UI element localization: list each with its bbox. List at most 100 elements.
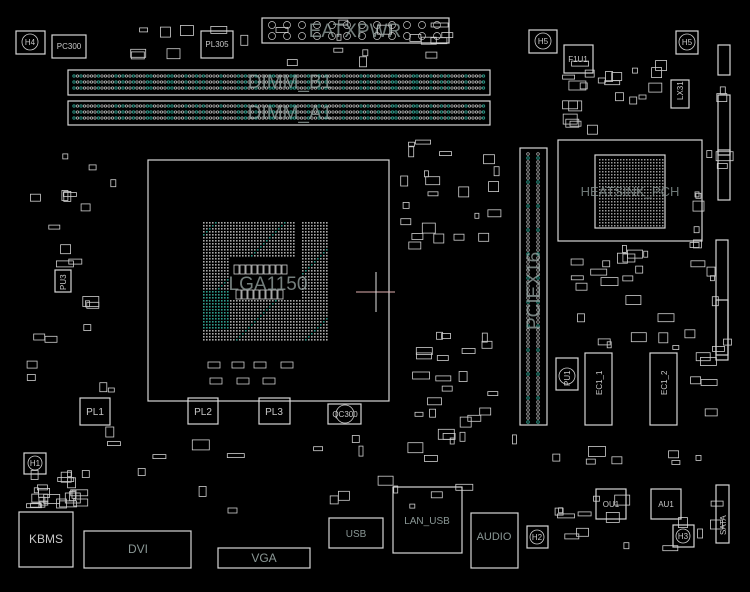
pch-ball (656, 171, 658, 173)
pch-ball (620, 213, 622, 215)
pcie-pin (526, 360, 530, 364)
cpu-pin (215, 234, 217, 236)
mount-hole-h5[interactable]: H5 (528, 29, 558, 54)
dvi-port[interactable]: DVI (83, 530, 192, 569)
pch-ball (650, 159, 652, 161)
cpu-socket[interactable]: LGA1150 (147, 159, 390, 402)
dimm-pin (215, 104, 220, 108)
pl305-part[interactable]: PL305 (200, 30, 234, 59)
smd-part (615, 92, 624, 102)
dimm-pin (425, 116, 430, 120)
cpu-pin (308, 303, 310, 305)
dimm-pin (310, 116, 314, 120)
ou1-chip[interactable]: OU1 (595, 488, 627, 520)
pch-ball (602, 186, 604, 188)
dimm-pin (215, 86, 220, 90)
pl2-part[interactable]: PL2 (187, 397, 219, 425)
pu1-part[interactable]: PU1 (555, 357, 579, 391)
dimm-pin (243, 74, 248, 78)
dimm-pin (359, 104, 363, 108)
dimm-pin (387, 104, 391, 108)
cpu-pin (218, 321, 220, 323)
f1u1-part[interactable]: F1U1 (563, 44, 594, 74)
dimm-pin (418, 86, 423, 90)
mount-hole-h2[interactable]: H2 (526, 525, 549, 549)
dimm-pin (408, 86, 412, 90)
pch-ball (650, 192, 652, 194)
mount-hole-h3[interactable]: H3 (672, 524, 695, 548)
smd-part (690, 260, 706, 268)
pl3-part[interactable]: PL3 (258, 397, 291, 425)
au1-chip[interactable]: AU1 (650, 488, 682, 520)
pch-ball (632, 222, 634, 224)
cpu-pin (221, 288, 223, 290)
cpu-pin (269, 336, 271, 338)
smd-part (377, 475, 394, 486)
dimm-pin (474, 104, 479, 108)
pcie-pin (536, 164, 540, 168)
lan-usb-port[interactable]: LAN_USB (392, 486, 463, 554)
dimm-pin (450, 110, 454, 114)
ec1-2-chip[interactable]: EC1_2 (649, 352, 678, 426)
cpu-pin (245, 327, 247, 329)
smd-part (85, 300, 90, 308)
pl1-part[interactable]: PL1 (79, 397, 111, 426)
pcie-pin (536, 232, 540, 236)
cpu-cap (239, 264, 246, 275)
cpu-pin (326, 297, 328, 299)
smd-part (577, 313, 585, 323)
mount-hole-h5b[interactable]: H5 (675, 30, 699, 55)
lx31-part[interactable]: LX31 (670, 79, 690, 109)
dimm-pin (135, 74, 139, 78)
cpu-pin (227, 237, 229, 239)
pch-ball (620, 192, 622, 194)
cpu-pin (242, 339, 244, 341)
dimm-b1-slot[interactable]: DIMM_B1 (67, 69, 491, 96)
dimm-pin (299, 104, 304, 108)
pch-ball (599, 198, 601, 200)
pch-ball (617, 213, 619, 215)
dimm-pin (86, 104, 90, 108)
dimm-pin (117, 80, 122, 84)
cpu-pin (203, 276, 205, 278)
mount-hole-h1[interactable]: H1 (23, 452, 47, 475)
pu3-part[interactable]: PU3 (54, 269, 72, 293)
ec1-1-chip[interactable]: EC1_1 (584, 352, 613, 426)
cpu-pin (326, 228, 328, 230)
dimm-pin (145, 116, 150, 120)
qc300-part[interactable]: QC300 (327, 403, 362, 425)
cpu-pin (326, 255, 328, 257)
dimm-pin (240, 74, 244, 78)
dimm-pin (257, 80, 262, 84)
dimm-pin (282, 74, 286, 78)
pch-ball (623, 195, 625, 197)
smd-part (44, 335, 58, 343)
pcie-pin (536, 292, 540, 296)
pch-heatsink[interactable]: HEATSINK_PCH (557, 139, 703, 242)
dimm-pin (219, 86, 223, 90)
cpu-pin (218, 270, 220, 272)
audio-port[interactable]: AUDIO (470, 512, 519, 569)
cpu-pin (299, 339, 301, 341)
vga-port[interactable]: VGA (217, 547, 311, 569)
cpu-pin (215, 243, 217, 245)
cpu-pin (269, 303, 271, 305)
dimm-pin (159, 86, 164, 90)
mount-hole-h4[interactable]: H4 (15, 30, 46, 55)
kbms-port[interactable]: KBMS (18, 511, 74, 568)
dimm-pin (362, 80, 367, 84)
cpu-pin (263, 309, 265, 311)
dimm-a1-slot[interactable]: DIMM_A1 (67, 100, 491, 126)
eatxpwr-connector[interactable]: EATXPWR (261, 17, 450, 44)
cpu-pin (302, 312, 304, 314)
pciex16-slot[interactable]: PCIEX16 (519, 147, 548, 426)
cpu-pin (212, 282, 214, 284)
dimm-pin (226, 116, 230, 120)
pch-ball (599, 183, 601, 185)
usb-port[interactable]: USB (328, 517, 384, 549)
sata-connector[interactable]: SATA (715, 484, 730, 544)
pc300-part[interactable]: PC300 (51, 34, 87, 59)
cpu-pin (242, 330, 244, 332)
cpu-pin (299, 318, 301, 320)
